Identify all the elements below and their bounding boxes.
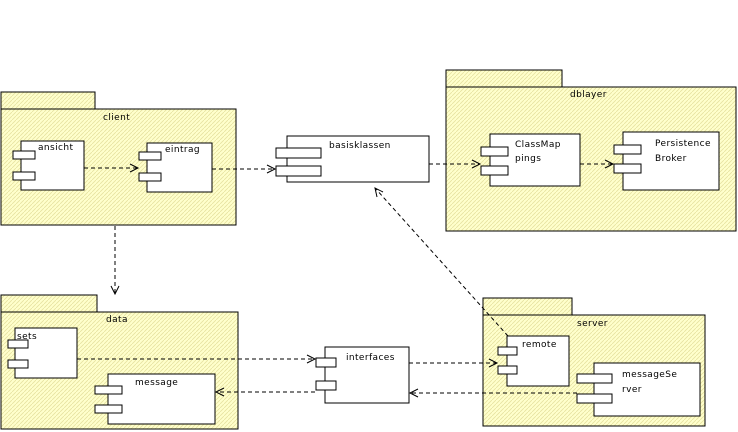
- component-basisklassen-label: basisklassen: [329, 141, 391, 151]
- component-ansicht[interactable]: ansicht: [12, 140, 85, 191]
- dependency-basisklassen-classmappings: [429, 159, 482, 169]
- dependency-classmappings-persistence: [580, 159, 615, 169]
- component-message-label: message: [135, 378, 178, 388]
- dependency-messageserver-interfaces: [408, 388, 577, 398]
- dependency-ansicht-eintrag: [84, 163, 140, 173]
- component-interfaces[interactable]: interfaces: [315, 346, 410, 404]
- package-dblayer-label: dblayer: [570, 90, 607, 100]
- component-classmappings[interactable]: ClassMap pings: [480, 133, 581, 187]
- component-messageserver-label-2: rver: [622, 385, 642, 395]
- component-persistence-broker[interactable]: Persistence Broker: [613, 131, 720, 191]
- component-messageserver-label-1: messageSe: [622, 370, 677, 380]
- dependency-interfaces-message: [214, 387, 315, 397]
- component-eintrag-label: eintrag: [165, 145, 200, 155]
- dependency-sets-interfaces: [77, 354, 317, 364]
- component-remote-label: remote: [522, 340, 557, 350]
- component-persistence-broker-label-2: Broker: [655, 154, 687, 164]
- component-persistence-broker-label-1: Persistence: [655, 139, 711, 149]
- package-server-label: server: [577, 319, 608, 329]
- package-dblayer[interactable]: dblayer: [445, 69, 737, 232]
- component-classmappings-label-2: pings: [515, 154, 541, 164]
- component-messageserver[interactable]: messageSe rver: [576, 362, 701, 417]
- component-classmappings-label-1: ClassMap: [515, 140, 561, 150]
- component-remote[interactable]: remote: [497, 335, 570, 387]
- package-client-label: client: [103, 113, 130, 123]
- dependency-eintrag-basisklassen: [212, 164, 277, 174]
- package-data-label: data: [106, 315, 128, 325]
- dependency-client-data: [110, 226, 120, 296]
- component-basisklassen[interactable]: basisklassen: [275, 135, 430, 183]
- component-message[interactable]: message: [94, 373, 216, 425]
- component-sets[interactable]: sets: [7, 327, 78, 379]
- component-eintrag[interactable]: eintrag: [138, 142, 213, 193]
- component-sets-label: sets: [17, 332, 37, 342]
- component-ansicht-label: ansicht: [38, 143, 73, 153]
- dependency-interfaces-remote: [409, 358, 499, 368]
- dependency-remote-basisklassen: [374, 187, 509, 337]
- component-interfaces-label: interfaces: [346, 353, 395, 363]
